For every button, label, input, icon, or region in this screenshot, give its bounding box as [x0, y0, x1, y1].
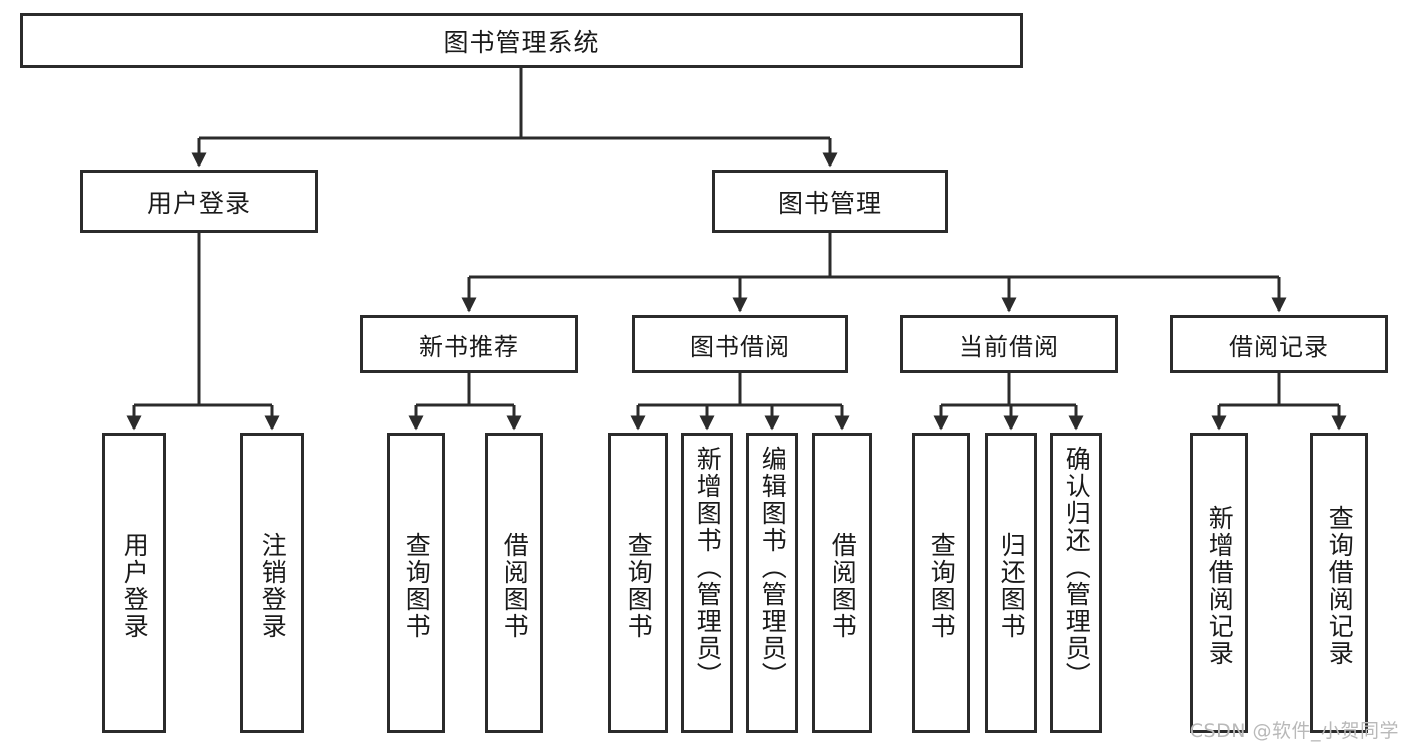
node-book-borrow-label: 图书借阅: [690, 332, 790, 361]
node-leaf-return-book-label: 归还图书: [997, 532, 1027, 640]
node-leaf-add-record-label: 新增借阅记录: [1205, 505, 1235, 667]
leaf-text-wrap: 查询图书: [611, 442, 665, 730]
node-leaf-borrow-book-1[interactable]: 借阅图书: [485, 433, 543, 733]
node-leaf-borrow-book-2-label: 借阅图书: [828, 532, 858, 640]
leaf-text-wrap: 新增图书（管理员）: [684, 442, 730, 734]
leaf-text-wrap: 归还图书: [988, 442, 1034, 730]
node-leaf-query-book-3-label: 查询图书: [927, 532, 957, 640]
node-leaf-return-book[interactable]: 归还图书: [985, 433, 1037, 733]
node-leaf-confirm-return-label: 确认归还（管理员）: [1062, 446, 1092, 689]
node-leaf-user-login[interactable]: 用户登录: [102, 433, 166, 733]
node-leaf-edit-book-label: 编辑图书（管理员）: [758, 446, 788, 689]
node-leaf-query-book-2-label: 查询图书: [624, 532, 654, 640]
node-leaf-add-record[interactable]: 新增借阅记录: [1190, 433, 1248, 733]
watermark-text: CSDN @软件_小贺同学: [1189, 720, 1399, 742]
node-leaf-borrow-book-1-label: 借阅图书: [500, 532, 530, 640]
node-leaf-query-book-2[interactable]: 查询图书: [608, 433, 668, 733]
leaf-text-wrap: 查询借阅记录: [1313, 442, 1365, 730]
node-borrow-record[interactable]: 借阅记录: [1170, 315, 1388, 373]
leaf-text-wrap: 查询图书: [390, 442, 442, 730]
node-user-login[interactable]: 用户登录: [80, 170, 318, 233]
leaf-text-wrap: 借阅图书: [488, 442, 540, 730]
node-leaf-borrow-book-2[interactable]: 借阅图书: [812, 433, 872, 733]
node-new-book-rec[interactable]: 新书推荐: [360, 315, 578, 373]
node-new-book-rec-label: 新书推荐: [419, 332, 519, 361]
node-current-borrow-label: 当前借阅: [959, 332, 1059, 361]
node-leaf-logout-label: 注销登录: [258, 532, 288, 640]
leaf-text-wrap: 确认归还（管理员）: [1053, 442, 1099, 734]
node-root[interactable]: 图书管理系统: [20, 13, 1023, 68]
leaf-text-wrap: 编辑图书（管理员）: [749, 442, 795, 734]
node-leaf-add-book-label: 新增图书（管理员）: [693, 446, 723, 689]
node-leaf-confirm-return[interactable]: 确认归还（管理员）: [1050, 433, 1102, 733]
node-leaf-user-login-label: 用户登录: [120, 532, 150, 640]
node-borrow-record-label: 借阅记录: [1229, 332, 1329, 361]
node-leaf-logout[interactable]: 注销登录: [240, 433, 304, 733]
node-current-borrow[interactable]: 当前借阅: [900, 315, 1118, 373]
node-leaf-query-record[interactable]: 查询借阅记录: [1310, 433, 1368, 733]
node-leaf-query-book-3[interactable]: 查询图书: [912, 433, 970, 733]
node-book-borrow[interactable]: 图书借阅: [632, 315, 848, 373]
node-book-manage-label: 图书管理: [777, 188, 882, 218]
node-leaf-query-book-1-label: 查询图书: [402, 532, 432, 640]
node-book-manage[interactable]: 图书管理: [712, 170, 948, 233]
leaf-text-wrap: 查询图书: [915, 442, 967, 730]
node-leaf-query-record-label: 查询借阅记录: [1325, 505, 1355, 667]
leaf-text-wrap: 新增借阅记录: [1193, 442, 1245, 730]
node-user-login-label: 用户登录: [146, 188, 251, 218]
node-root-label: 图书管理系统: [443, 27, 600, 57]
leaf-text-wrap: 用户登录: [105, 442, 163, 730]
leaf-text-wrap: 借阅图书: [815, 442, 869, 730]
node-leaf-edit-book[interactable]: 编辑图书（管理员）: [746, 433, 798, 733]
leaf-text-wrap: 注销登录: [243, 442, 301, 730]
node-leaf-query-book-1[interactable]: 查询图书: [387, 433, 445, 733]
node-leaf-add-book[interactable]: 新增图书（管理员）: [681, 433, 733, 733]
